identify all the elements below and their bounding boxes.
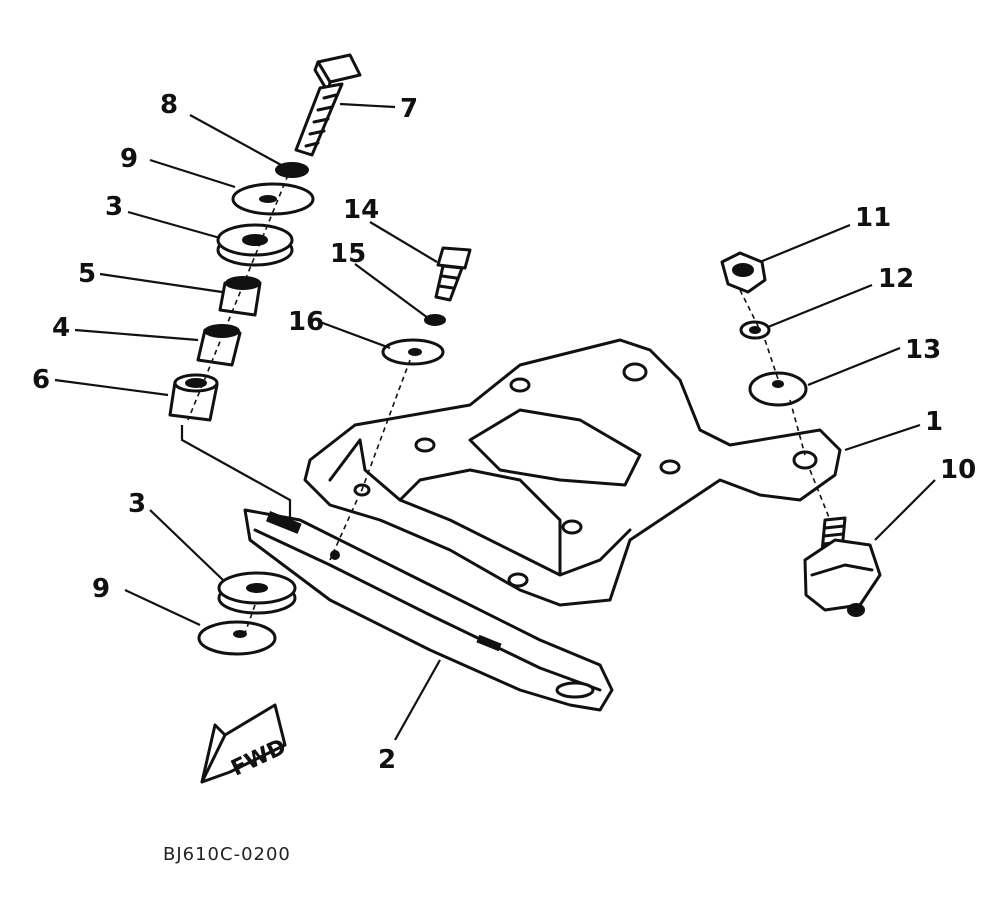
collar-part-6 — [168, 373, 219, 422]
assembly-lines — [180, 174, 831, 634]
figure-code: BJ610C-0200 — [163, 844, 291, 865]
washer-part-12 — [739, 320, 771, 340]
damper-part-10 — [803, 516, 882, 617]
fwd-direction-marker: FWD — [200, 703, 290, 784]
cushion-part-3-upper — [216, 223, 294, 267]
callout-3-upper: 3 — [105, 192, 123, 222]
strap-part-2 — [243, 508, 614, 712]
washer-part-9-lower — [197, 620, 277, 656]
callout-9-lower: 9 — [92, 574, 110, 604]
bolt-part-14 — [434, 246, 472, 302]
callout-11: 11 — [855, 203, 891, 233]
callout-2: 2 — [378, 745, 396, 775]
callout-7: 7 — [400, 94, 418, 124]
callout-4: 4 — [52, 313, 70, 343]
callout-16: 16 — [288, 307, 324, 337]
callout-15: 15 — [330, 239, 366, 269]
callout-9-upper: 9 — [120, 144, 138, 174]
washer-part-8 — [275, 162, 309, 178]
callout-12: 12 — [878, 264, 914, 294]
callout-8: 8 — [160, 90, 178, 120]
callout-5: 5 — [78, 259, 96, 289]
washer-part-16 — [381, 338, 445, 366]
washer-part-9-upper — [231, 182, 315, 216]
washer-part-13 — [748, 371, 808, 407]
callout-3-lower: 3 — [128, 489, 146, 519]
callout-10: 10 — [940, 455, 976, 485]
callout-14: 14 — [343, 195, 379, 225]
washer-part-15 — [424, 314, 446, 326]
cushion-part-3-lower — [217, 571, 297, 615]
collar-part-5 — [218, 276, 262, 317]
callout-6: 6 — [32, 365, 50, 395]
collar-part-4 — [196, 324, 242, 367]
callout-13: 13 — [905, 335, 941, 365]
nut-part-11 — [720, 251, 767, 294]
bolt-part-7 — [294, 53, 362, 157]
leader-lines — [54, 102, 936, 741]
callout-labels: 7 8 9 3 5 4 6 14 15 16 11 12 13 1 10 3 9… — [32, 90, 976, 775]
callout-1: 1 — [925, 407, 943, 437]
bracket-plate-part-1 — [303, 338, 842, 607]
